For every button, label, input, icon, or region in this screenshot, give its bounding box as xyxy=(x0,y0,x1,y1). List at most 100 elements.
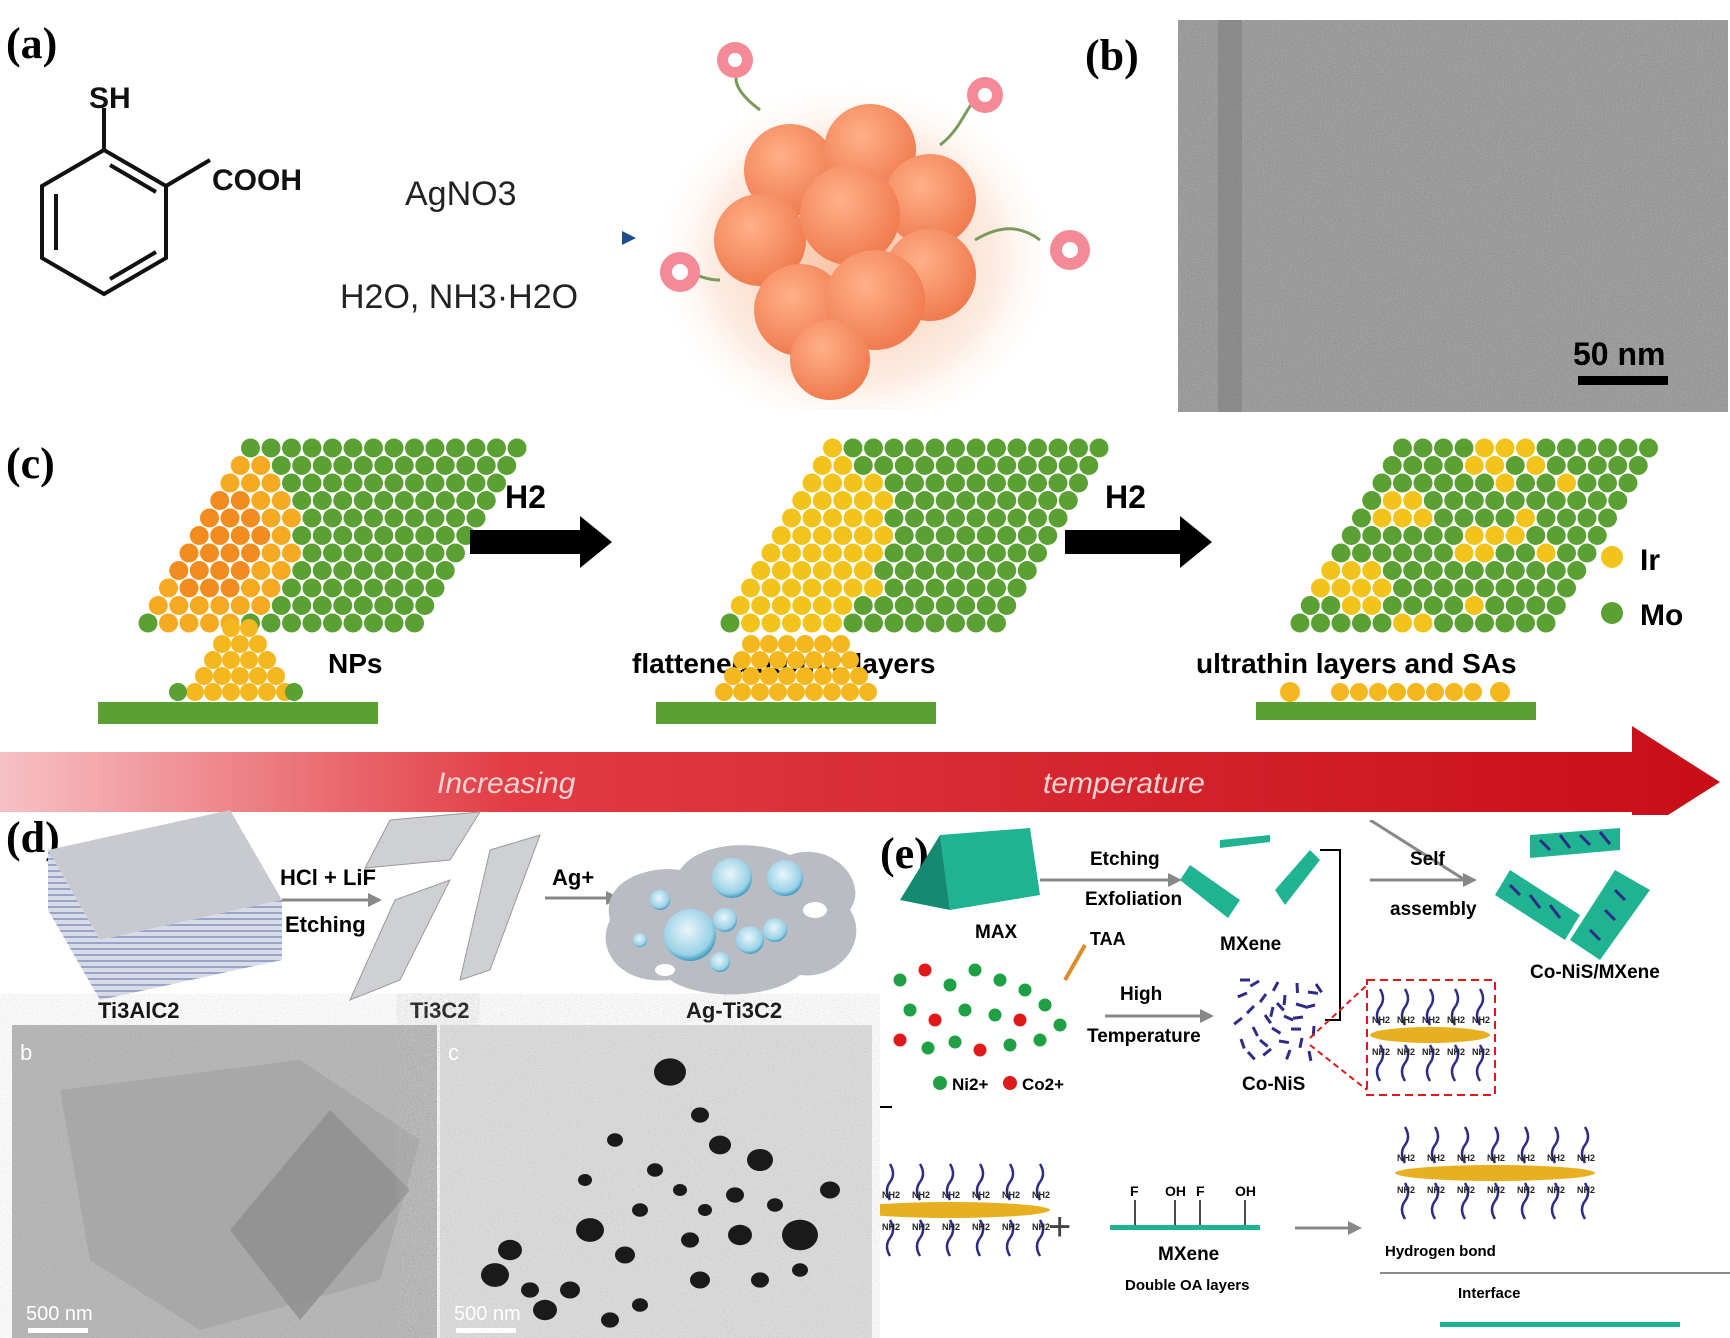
svg-text:NH2: NH2 xyxy=(942,1190,960,1200)
svg-text:NH2: NH2 xyxy=(1472,1015,1490,1025)
svg-text:NH2: NH2 xyxy=(1032,1190,1050,1200)
mxene-interface-sheet xyxy=(1440,1322,1680,1327)
tem-image-b: b 500 nm xyxy=(12,1025,437,1338)
panel-e-scheme: MAX Etching Exfoliation MXene Self assem… xyxy=(880,820,1730,1327)
temperature-label-e: Temperature xyxy=(1087,1026,1201,1047)
svg-text:NH2: NH2 xyxy=(1422,1047,1440,1057)
h2-arrow-2 xyxy=(1065,516,1212,568)
svg-text:NH2: NH2 xyxy=(1457,1153,1475,1163)
self-label: Self xyxy=(1410,849,1446,870)
svg-text:NH2: NH2 xyxy=(882,1190,900,1200)
tem-c-letter: c xyxy=(448,1040,459,1065)
svg-text:NH2: NH2 xyxy=(1002,1222,1020,1232)
syringe xyxy=(1063,944,1087,981)
svg-text:NH2: NH2 xyxy=(1397,1153,1415,1163)
tem-c-scale-label: 500 nm xyxy=(454,1303,521,1325)
legend-mo-label: Mo xyxy=(1640,599,1683,632)
svg-text:NH2: NH2 xyxy=(1517,1153,1535,1163)
etchant-label: HCl + LiF xyxy=(280,865,376,890)
ti3c2-flake xyxy=(364,811,481,869)
double-oa-label: Double OA layers xyxy=(1125,1277,1249,1294)
hydrogen-bond-label: Hydrogen bond xyxy=(1385,1243,1496,1260)
svg-text:NH2: NH2 xyxy=(912,1190,930,1200)
oh-label: OH xyxy=(1165,1183,1186,1199)
svg-text:NH2: NH2 xyxy=(1577,1185,1595,1195)
svg-text:NH2: NH2 xyxy=(1547,1185,1565,1195)
panel-b-label: (b) xyxy=(1085,31,1139,80)
svg-text:NH2: NH2 xyxy=(1397,1015,1415,1025)
legend-mo-dot xyxy=(1601,602,1623,624)
svg-text:NH2: NH2 xyxy=(1577,1153,1595,1163)
co-nis-label: Co-NiS xyxy=(1242,1074,1305,1095)
high-label: High xyxy=(1120,984,1162,1005)
cooh-group-label: COOH xyxy=(212,164,302,197)
panel-b-tem-image: 50 nm xyxy=(1178,20,1728,412)
svg-text:NH2: NH2 xyxy=(1422,1015,1440,1025)
exfoliation-label: Exfoliation xyxy=(1085,889,1182,910)
svg-text:NH2: NH2 xyxy=(1517,1185,1535,1195)
interface-label: Interface xyxy=(1458,1285,1521,1302)
svg-text:NH2: NH2 xyxy=(1487,1153,1505,1163)
svg-text:NH2: NH2 xyxy=(1447,1015,1465,1025)
svg-text:NH2: NH2 xyxy=(972,1222,990,1232)
svg-text:NH2: NH2 xyxy=(1397,1047,1415,1057)
tem-b-scale-label: 500 nm xyxy=(26,1303,93,1325)
max-label: MAX xyxy=(975,922,1018,943)
scale-bar-label: 50 nm xyxy=(1573,336,1665,372)
tem-b-letter: b xyxy=(20,1040,32,1065)
conditions-label: H2O, NH3·H2O xyxy=(340,278,578,316)
svg-text:NH2: NH2 xyxy=(1472,1047,1490,1057)
h2-arrow-1 xyxy=(470,516,612,568)
panel-a-label: (a) xyxy=(6,19,58,68)
svg-text:NH2: NH2 xyxy=(1002,1190,1020,1200)
zoom-box xyxy=(1366,979,1496,1096)
taa-label: TAA xyxy=(1090,929,1126,949)
ag-ti3c2-label: Ag-Ti3C2 xyxy=(686,998,782,1023)
panel-c-label: (c) xyxy=(6,439,55,488)
svg-text:NH2: NH2 xyxy=(1427,1185,1445,1195)
panel-c-scheme: H2 H2 Ir Mo NPs flattened atomic layers … xyxy=(0,438,1720,815)
assembly-label: assembly xyxy=(1390,899,1477,920)
product-label: Co-NiS/MXene xyxy=(1530,962,1660,983)
etching-label: Etching xyxy=(285,912,366,937)
mxene-flake xyxy=(1220,835,1270,848)
svg-text:OH: OH xyxy=(1235,1183,1256,1199)
ag-nanocluster-illustration xyxy=(650,42,1090,410)
max-block xyxy=(940,828,1040,910)
reaction-arrowhead xyxy=(622,231,636,245)
panel-d-scheme: Ti3AlC2 HCl + LiF Etching Ti3C2 Ag+ Ag-T… xyxy=(12,810,872,1338)
f-label: F xyxy=(1130,1183,1139,1199)
stage-label-nps: NPs xyxy=(328,648,382,679)
plus-sign: + xyxy=(1048,1205,1071,1249)
svg-text:NH2: NH2 xyxy=(1427,1153,1445,1163)
gradient-label-increasing: Increasing xyxy=(437,767,576,800)
svg-text:NH2: NH2 xyxy=(972,1190,990,1200)
legend-ir-label: Ir xyxy=(1640,544,1660,577)
svg-text:NH2: NH2 xyxy=(1547,1153,1565,1163)
panel-a-scheme: SH COOH AgNO3 H2O, NH3·H2O xyxy=(40,42,1090,410)
h2-label-1: H2 xyxy=(505,479,546,515)
sh-group-label: SH xyxy=(89,82,131,115)
svg-text:NH2: NH2 xyxy=(942,1222,960,1232)
svg-text:NH2: NH2 xyxy=(912,1222,930,1232)
gradient-label-temperature: temperature xyxy=(1043,767,1205,800)
ti3alc2-label: Ti3AlC2 xyxy=(98,998,180,1023)
thiosalicylic-acid-structure xyxy=(40,108,212,297)
ni-legend-label: Ni2+ xyxy=(952,1075,988,1094)
ti3alc2-block-side xyxy=(100,900,282,1000)
mxene-surface-groups: F OH F OH xyxy=(1110,1183,1260,1230)
svg-text:NH2: NH2 xyxy=(1372,1047,1390,1057)
tem-image-c: c 500 nm xyxy=(440,1025,872,1338)
svg-text:NH2: NH2 xyxy=(1032,1222,1050,1232)
svg-text:NH2: NH2 xyxy=(1372,1015,1390,1025)
ti3c2-label: Ti3C2 xyxy=(410,998,470,1023)
svg-text:NH2: NH2 xyxy=(1487,1185,1505,1195)
scale-bar xyxy=(1578,376,1668,385)
reagent-label: AgNO3 xyxy=(405,175,517,213)
svg-text:F: F xyxy=(1196,1183,1205,1199)
mxene-label-bottom: MXene xyxy=(1158,1244,1219,1265)
etching-label-e: Etching xyxy=(1090,849,1160,870)
stage-label-ultrathin: ultrathin layers and SAs xyxy=(1196,648,1517,679)
ag-ion-label: Ag+ xyxy=(552,865,594,890)
